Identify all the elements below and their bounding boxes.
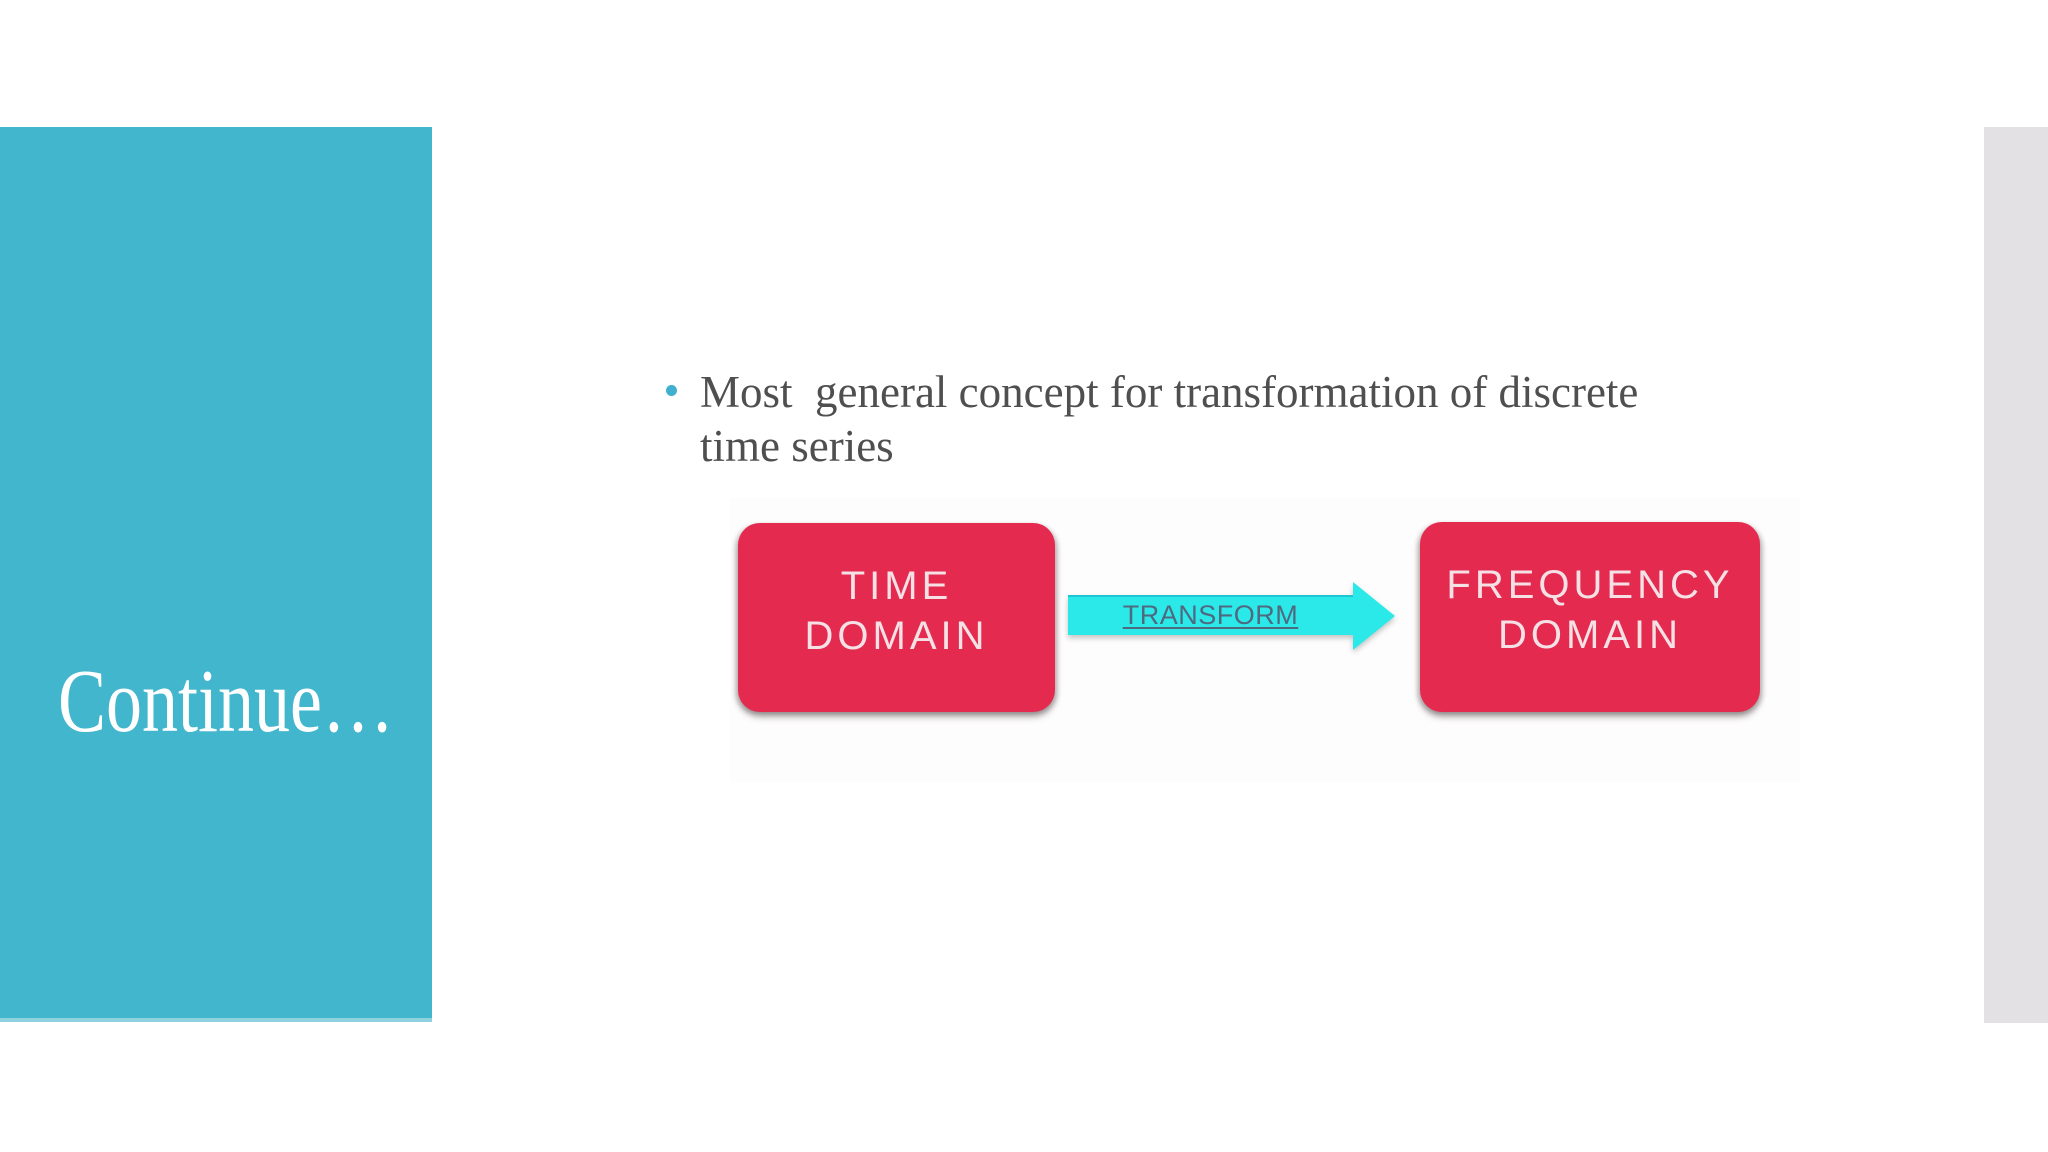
frequency-domain-label-line-2: DOMAIN (1498, 613, 1682, 657)
transform-arrow: TRANSFORM (1068, 582, 1474, 650)
bullet-text-line-1: Most general concept for transformation … (700, 367, 1639, 417)
time-domain-label-line-1: TIME (840, 563, 953, 608)
bullet-item: Most general concept for transformation … (666, 365, 1846, 473)
bullet-icon (666, 385, 677, 396)
frequency-domain-box: FREQUENCY DOMAIN (1420, 522, 1760, 712)
slide-title: Continue… (58, 652, 394, 751)
arrow-label: TRANSFORM (1122, 599, 1299, 630)
time-domain-label-line-2: DOMAIN (804, 613, 989, 658)
transform-diagram: TIME DOMAIN TRANSFORM FREQUENCY DOMAIN (730, 498, 1800, 783)
sidebar-panel: Continue… (0, 127, 432, 1022)
frequency-domain-label-line-1: FREQUENCY (1446, 563, 1734, 607)
right-edge-strip (1984, 127, 2048, 1023)
arrow-head-icon (1353, 582, 1395, 650)
bullet-text: Most general concept for transformation … (700, 365, 1638, 473)
time-domain-box: TIME DOMAIN (738, 523, 1055, 712)
bullet-text-line-2: time series (700, 421, 894, 471)
arrow-body (1068, 595, 1353, 635)
